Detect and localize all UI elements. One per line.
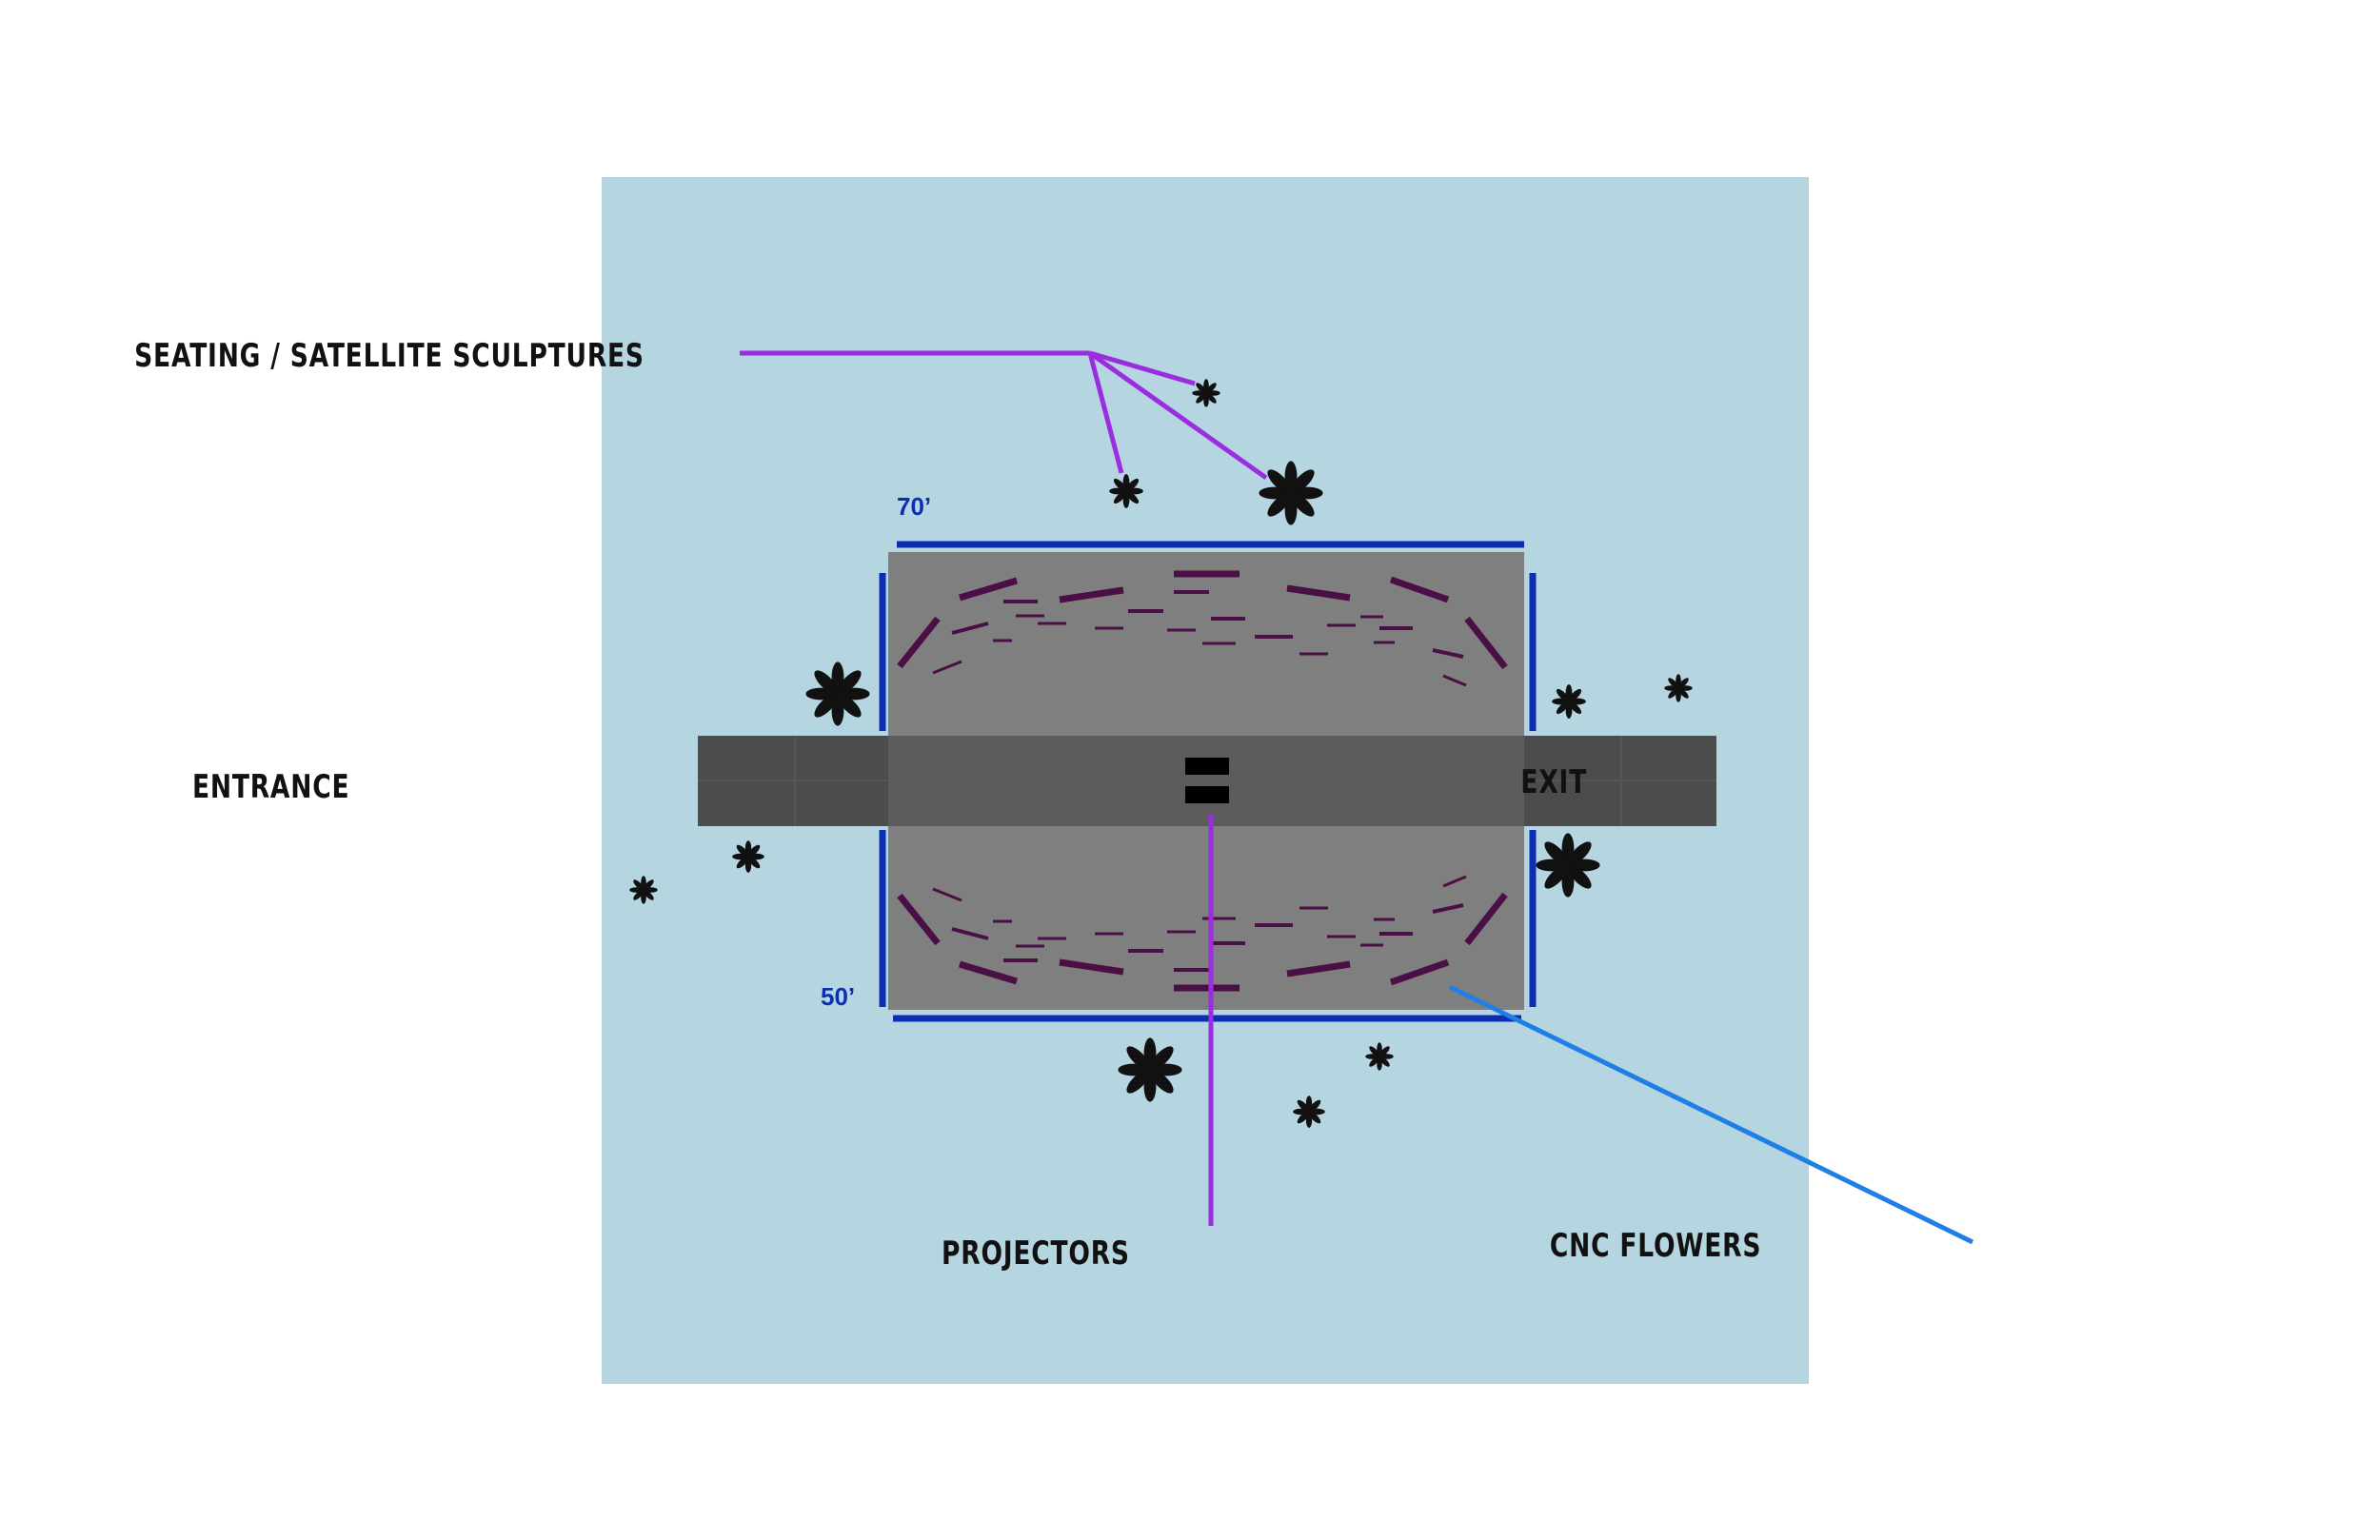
seat-bar [958, 577, 1019, 602]
seat-bar [1442, 674, 1467, 687]
exit-label: EXIT [1520, 764, 1587, 801]
flower-icon [1118, 1037, 1182, 1102]
seat-bar [1059, 958, 1124, 976]
seat-bar [1059, 586, 1124, 603]
seat-bar [932, 887, 962, 902]
seat-bar [951, 622, 989, 635]
projector-icon [1185, 758, 1229, 803]
flower-icon [1259, 461, 1323, 525]
cnc-flowers [629, 379, 1693, 1128]
dimension-depth: 50’ [821, 982, 855, 1011]
flower-icon [732, 840, 764, 873]
seat-bar [897, 893, 941, 946]
walls [879, 541, 1537, 1022]
entrance-label: ENTRANCE [192, 769, 349, 806]
walkway [698, 736, 1716, 826]
flower-icon [805, 661, 870, 726]
seat-bar [1286, 960, 1351, 977]
seat-bar [932, 660, 962, 675]
flower-icon [1365, 1042, 1394, 1071]
flower-icon [1109, 474, 1143, 508]
flower-icon [1192, 379, 1220, 407]
projectors-label: PROJECTORS [942, 1235, 1130, 1273]
seat-bar [1286, 584, 1351, 602]
flower-icon [629, 876, 658, 904]
seat-bar [958, 960, 1019, 985]
flower-icon [1552, 684, 1586, 719]
seat-bar [1432, 903, 1464, 914]
flower-icon [1293, 1096, 1325, 1128]
flower-icon [1536, 833, 1600, 898]
seat-bar [897, 616, 941, 669]
seat-bar [1389, 958, 1450, 986]
seat-bar [1464, 616, 1508, 670]
seating-label: SEATING / SATELLITE SCULPTURES [134, 338, 645, 375]
seat-bar [951, 927, 989, 940]
seat-bar [1432, 648, 1464, 659]
flower-icon [1664, 674, 1693, 702]
dimension-width: 70’ [897, 492, 931, 521]
cnc-flowers-label: CNC FLOWERS [1550, 1228, 1761, 1265]
seating-layout [897, 570, 1508, 992]
seat-bar [1464, 892, 1508, 946]
seat-bar [1389, 576, 1450, 603]
seating-leader [740, 350, 1268, 481]
seat-bar [1442, 875, 1467, 888]
cnc-flowers-leader [1448, 984, 1974, 1245]
